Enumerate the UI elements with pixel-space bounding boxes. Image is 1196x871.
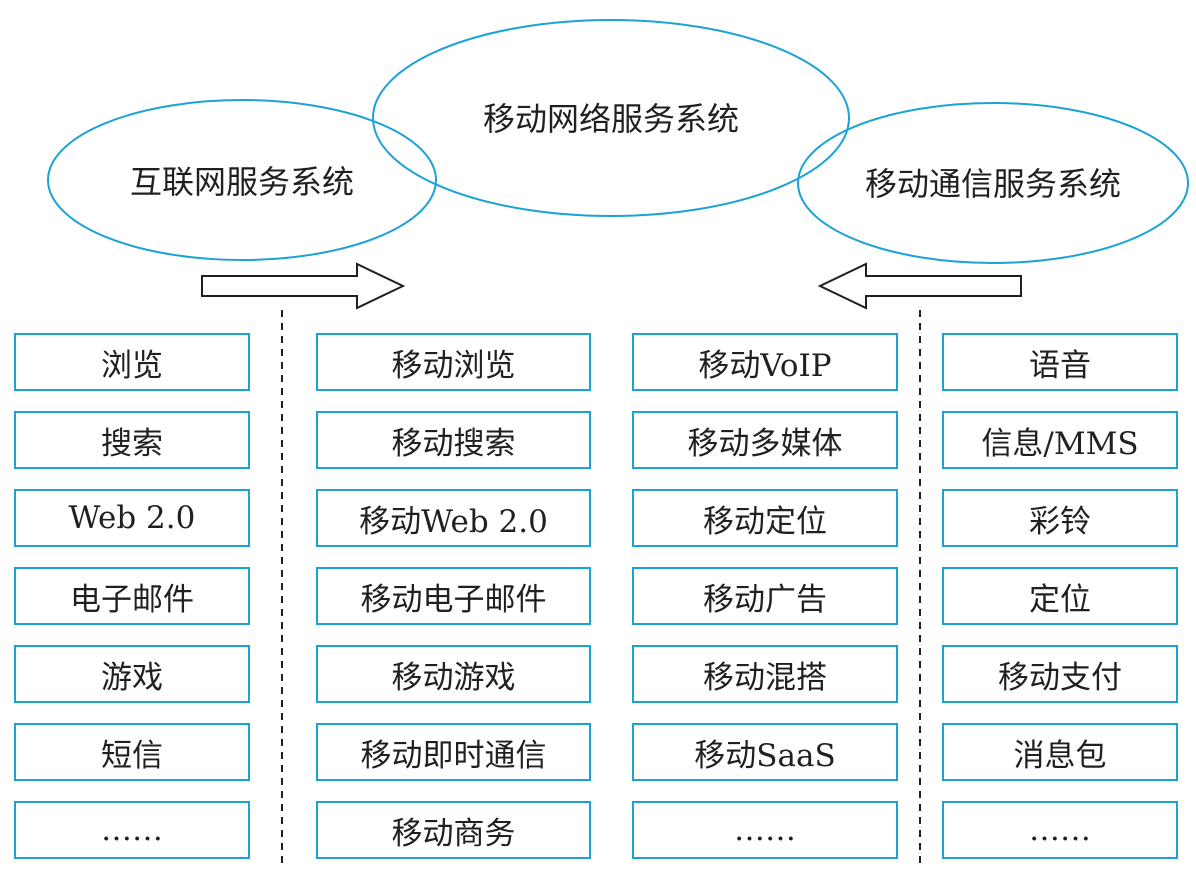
mobile-comm-service-label: 移动通信服务系统 bbox=[864, 165, 1121, 203]
telecom-service-box: 移动支付 bbox=[942, 645, 1178, 703]
mobile-internet-service-box: 移动游戏 bbox=[316, 645, 591, 703]
telecom-service-box: 信息/MMS bbox=[942, 411, 1178, 469]
mobile-internet-service-box: 移动浏览 bbox=[316, 333, 591, 391]
mobile-comm-service-box: 移动混搭 bbox=[632, 645, 898, 703]
mobile-comm-service-box: 移动多媒体 bbox=[632, 411, 898, 469]
telecom-service-box: 消息包 bbox=[942, 723, 1178, 781]
internet-service-box: …… bbox=[14, 801, 250, 859]
mobile-comm-service-box: 移动VoIP bbox=[632, 333, 898, 391]
mobile-comm-service-box: 移动SaaS bbox=[632, 723, 898, 781]
mobile-internet-service-box: 移动搜索 bbox=[316, 411, 591, 469]
mobile-internet-service-box: 移动商务 bbox=[316, 801, 591, 859]
telecom-service-box: 语音 bbox=[942, 333, 1178, 391]
left-arrow-icon bbox=[817, 262, 1022, 310]
mobile-internet-service-box: 移动Web 2.0 bbox=[316, 489, 591, 547]
internet-service-box: 电子邮件 bbox=[14, 567, 250, 625]
internet-ellipse bbox=[47, 99, 437, 261]
internet-service-box: 短信 bbox=[14, 723, 250, 781]
mobile-internet-service-box: 移动即时通信 bbox=[316, 723, 591, 781]
mobile-internet-service-box: 移动电子邮件 bbox=[316, 567, 591, 625]
internet-service-box: 浏览 bbox=[14, 333, 250, 391]
telecom-service-box: 彩铃 bbox=[942, 489, 1178, 547]
mobile-comm-service-box: 移动广告 bbox=[632, 567, 898, 625]
mobile-network-service-label: 移动网络服务系统 bbox=[482, 100, 739, 138]
mobile-comm-service-box: 移动定位 bbox=[632, 489, 898, 547]
telecom-service-box: …… bbox=[942, 801, 1178, 859]
internet-service-box: Web 2.0 bbox=[14, 489, 250, 547]
internet-service-box: 搜索 bbox=[14, 411, 250, 469]
mobile-comm-ellipse bbox=[797, 102, 1189, 264]
right-arrow-icon bbox=[201, 262, 406, 310]
mobile-comm-service-box: …… bbox=[632, 801, 898, 859]
internet-service-label: 互联网服务系统 bbox=[129, 163, 354, 201]
mobile-network-ellipse bbox=[372, 19, 850, 217]
internet-service-box: 游戏 bbox=[14, 645, 250, 703]
telecom-service-box: 定位 bbox=[942, 567, 1178, 625]
